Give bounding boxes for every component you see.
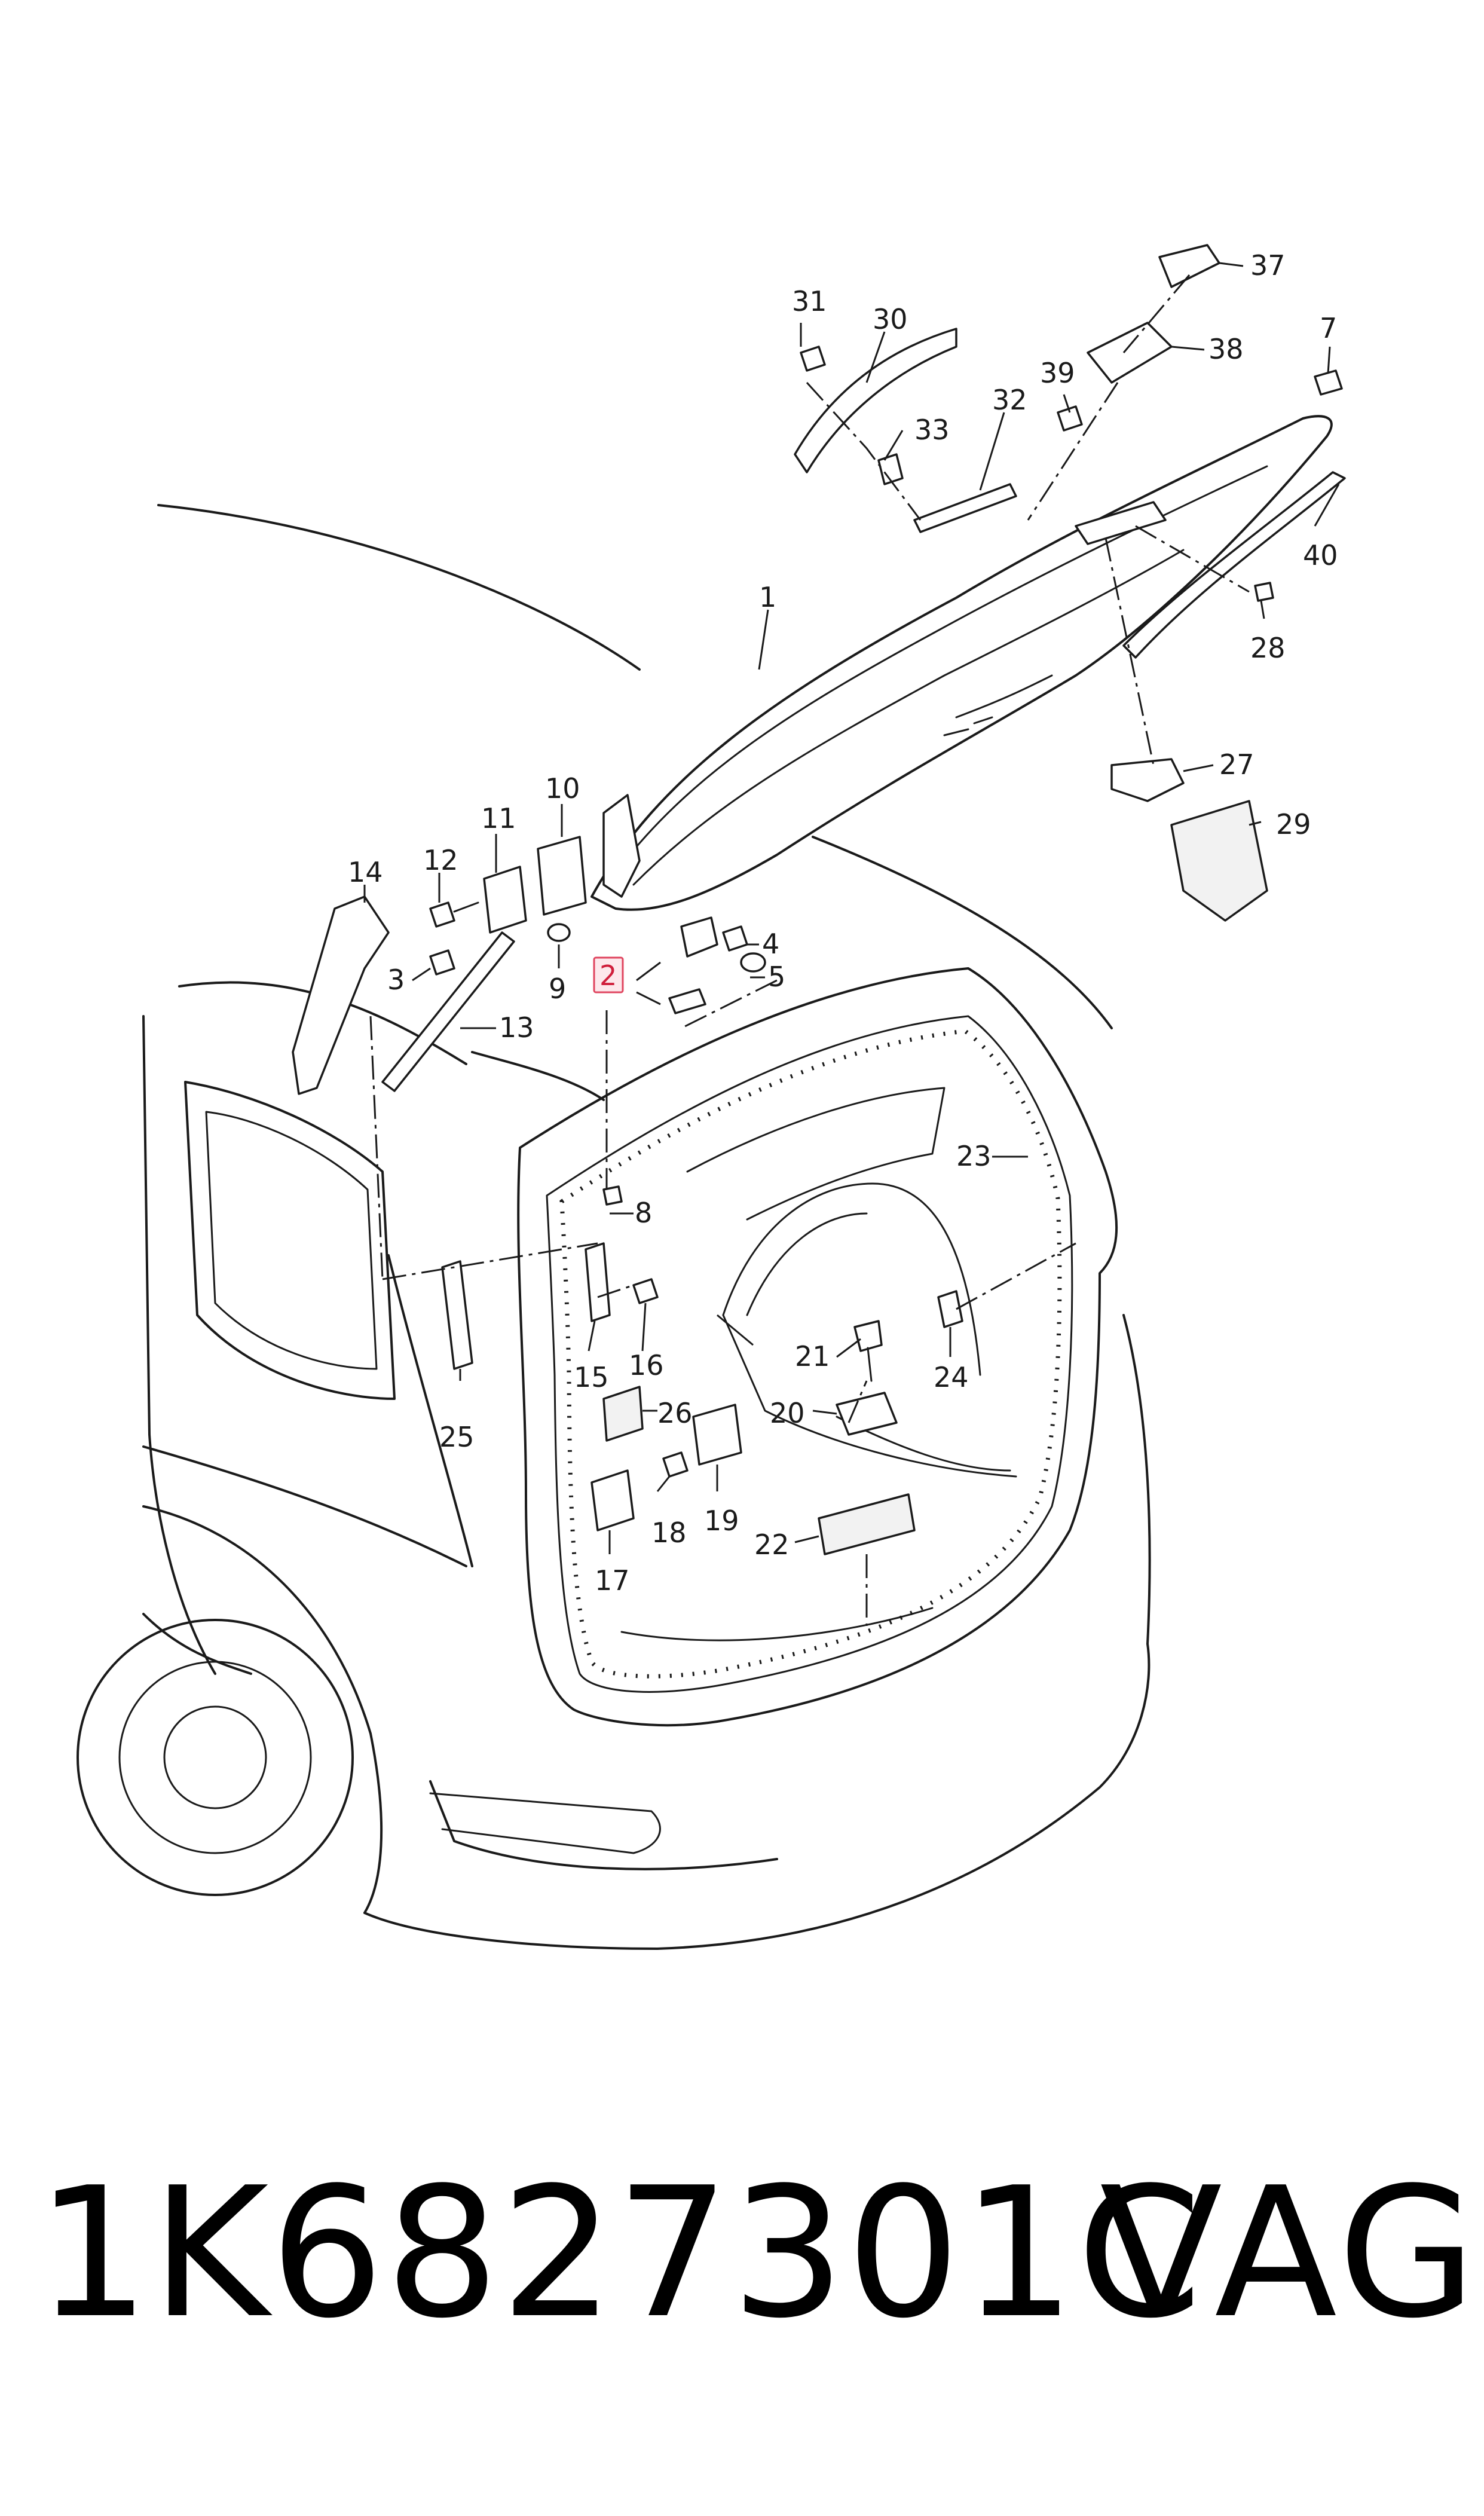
- callout-7: 7: [1320, 312, 1337, 344]
- callout-10: 10: [545, 772, 580, 805]
- callout-15: 15: [574, 1361, 609, 1393]
- callout-4: 4: [762, 928, 779, 960]
- callout-14: 14: [348, 856, 383, 888]
- callout-11: 11: [481, 802, 516, 834]
- footer: 1K6827301C VAG: [0, 2152, 1484, 2391]
- leader-lines: [363, 262, 1340, 1554]
- callout-20: 20: [770, 1397, 805, 1429]
- callout-17: 17: [595, 1564, 630, 1597]
- callout-5: 5: [768, 961, 785, 993]
- callout-labels: 1 3 4 5 7 8 9 10 11 12 13 14 15 16 17 18…: [348, 249, 1338, 1597]
- highlight-box: [593, 956, 624, 993]
- callout-40: 40: [1303, 539, 1338, 571]
- callout-26: 26: [657, 1397, 693, 1429]
- callout-31: 31: [792, 285, 827, 317]
- callout-13: 13: [499, 1011, 534, 1044]
- part-number: 1K6827301C: [36, 2149, 1204, 2358]
- callout-28: 28: [1250, 632, 1286, 664]
- brand-name: VAG: [1100, 2149, 1480, 2358]
- callout-37: 37: [1250, 249, 1286, 282]
- callout-8: 8: [635, 1197, 652, 1229]
- car-body-outline: [77, 504, 1151, 1950]
- callout-29: 29: [1276, 808, 1311, 840]
- callout-22: 22: [754, 1528, 790, 1561]
- callout-9: 9: [549, 973, 566, 1005]
- callout-19: 19: [704, 1505, 739, 1537]
- callout-18: 18: [651, 1517, 687, 1549]
- callout-1: 1: [759, 581, 776, 613]
- callout-21: 21: [795, 1340, 830, 1372]
- callout-27: 27: [1219, 748, 1254, 781]
- callout-25: 25: [439, 1421, 475, 1453]
- callout-39: 39: [1040, 357, 1075, 389]
- callout-33: 33: [914, 414, 950, 446]
- callout-12: 12: [423, 844, 458, 876]
- callout-3: 3: [387, 964, 405, 996]
- tailgate-panel: [590, 415, 1333, 911]
- callout-2: 2: [599, 959, 617, 992]
- callout-16: 16: [629, 1349, 664, 1381]
- callout-30: 30: [873, 303, 908, 335]
- callout-23: 23: [956, 1140, 992, 1172]
- callout-32: 32: [992, 384, 1027, 416]
- small-parts: [292, 244, 1346, 1555]
- callout-38: 38: [1208, 333, 1244, 365]
- assembly-lines: [369, 274, 1250, 1626]
- callout-24: 24: [934, 1361, 969, 1393]
